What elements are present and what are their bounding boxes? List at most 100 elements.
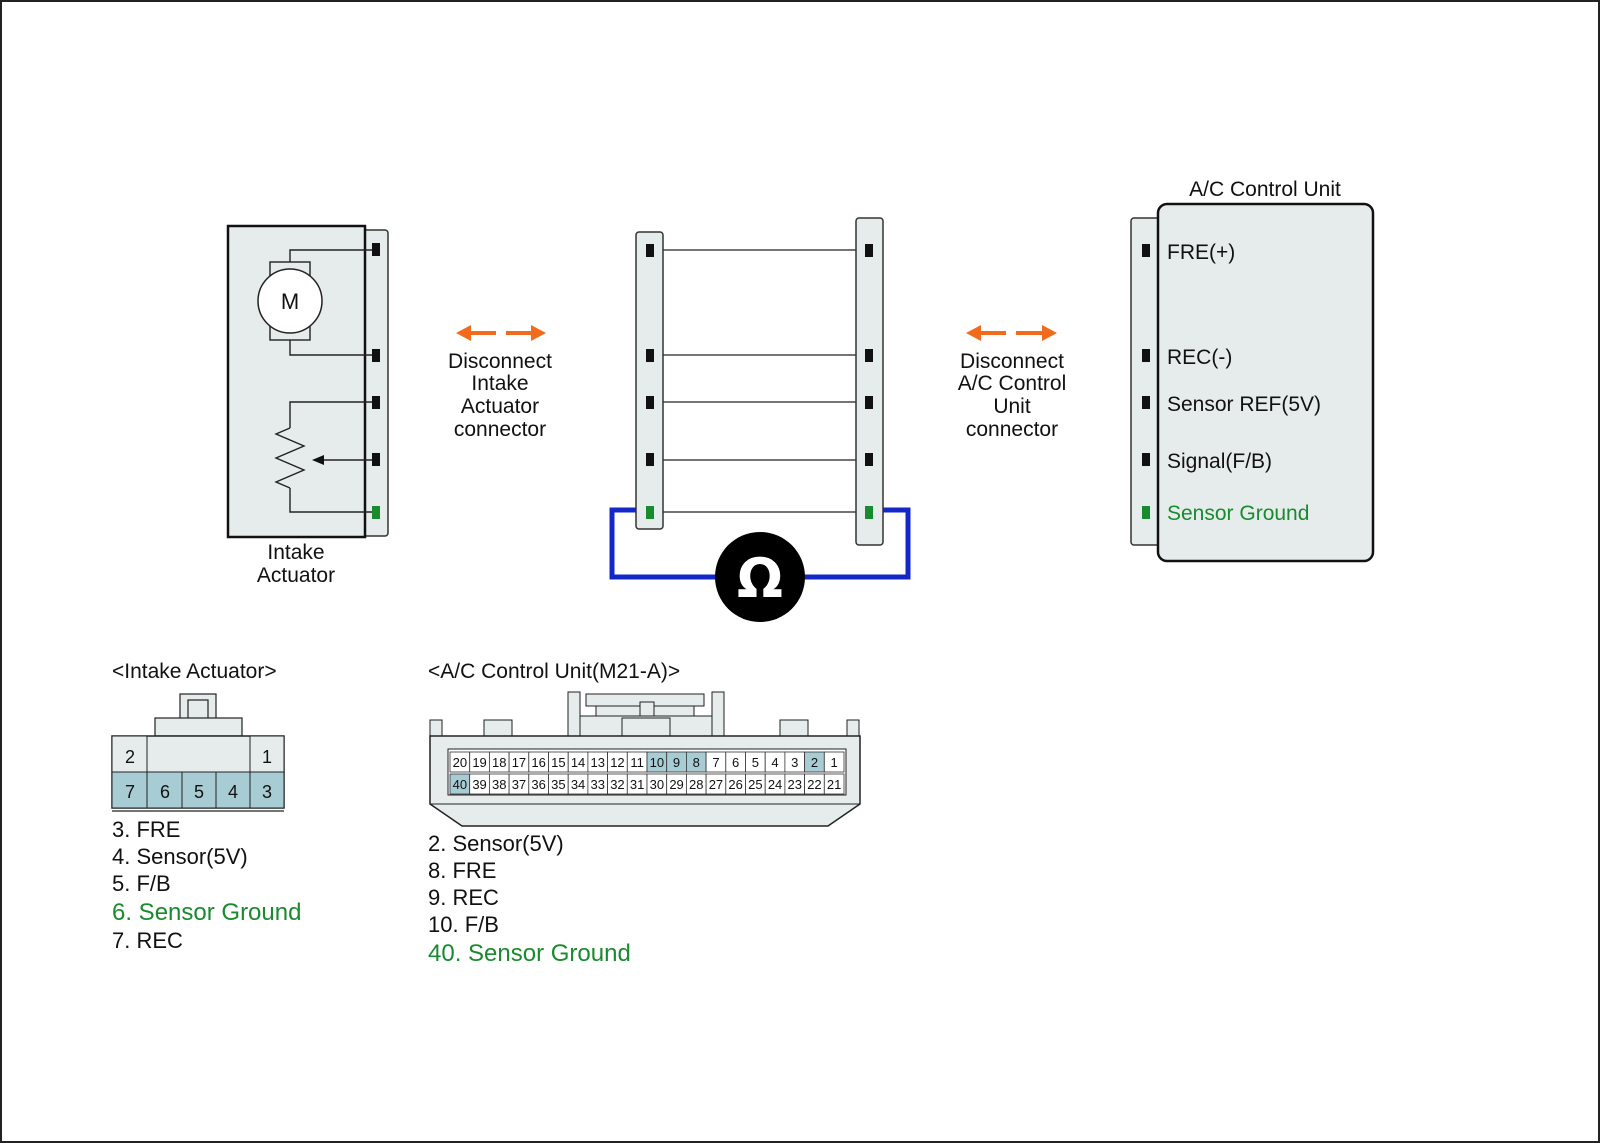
harness-right-connector bbox=[855, 217, 884, 546]
disconnect-left-label: Disconnect bbox=[448, 350, 552, 373]
acu-pin-number: 32 bbox=[610, 777, 624, 792]
intake-pin-list-item: 4. Sensor(5V) bbox=[112, 844, 248, 869]
potentiometer-icon bbox=[274, 401, 376, 513]
acu-pin-number: 1 bbox=[831, 755, 838, 770]
acu-pin-number: 18 bbox=[492, 755, 506, 770]
acu-pin-number: 29 bbox=[669, 777, 683, 792]
acu-pin-list-item-ground: 40. Sensor Ground bbox=[428, 940, 631, 967]
acu-pin-number: 17 bbox=[512, 755, 526, 770]
terminal-label: Signal(F/B) bbox=[1167, 450, 1272, 473]
intake-pin-list-item: 3. FRE bbox=[112, 817, 180, 842]
disconnect-left-label: connector bbox=[454, 418, 546, 441]
disconnect-right-label: Disconnect bbox=[960, 350, 1064, 373]
actuator-ground-pin bbox=[372, 506, 380, 519]
actuator-pin bbox=[372, 243, 380, 256]
terminal-label: FRE(+) bbox=[1167, 241, 1235, 264]
actuator-label: Actuator bbox=[257, 564, 335, 587]
intake-pin: 6 bbox=[160, 782, 170, 802]
acu-pin-number: 25 bbox=[748, 777, 762, 792]
acu-pin-list-item: 10. F/B bbox=[428, 912, 499, 937]
disconnect-right-label: Unit bbox=[993, 395, 1031, 418]
acu-pin-number: 15 bbox=[551, 755, 565, 770]
intake-connector-title: <Intake Actuator> bbox=[112, 660, 277, 683]
intake-pin-list-item: 7. REC bbox=[112, 928, 183, 953]
control-unit-body bbox=[1156, 202, 1375, 563]
acu-pin-number: 39 bbox=[472, 777, 486, 792]
disconnect-left-label: Actuator bbox=[461, 395, 539, 418]
acu-pin-number: 10 bbox=[650, 755, 664, 770]
acu-pin-number: 19 bbox=[472, 755, 486, 770]
acu-pin-number: 30 bbox=[650, 777, 664, 792]
intake-pin: 7 bbox=[125, 782, 135, 802]
actuator-pin bbox=[372, 453, 380, 466]
intake-actuator: M Intake Actuator bbox=[226, 224, 389, 587]
acu-pin-number: 3 bbox=[791, 755, 798, 770]
acu-pin-number: 2 bbox=[811, 755, 818, 770]
meter-lead-right bbox=[800, 507, 911, 580]
acu-pin-number: 22 bbox=[807, 777, 821, 792]
terminal-label: REC(-) bbox=[1167, 346, 1232, 369]
acu-pin-number: 7 bbox=[712, 755, 719, 770]
acu-pin-number: 23 bbox=[788, 777, 802, 792]
acu-pin-number: 40 bbox=[453, 777, 467, 792]
harness: Ω bbox=[609, 217, 911, 622]
meter-lead-left bbox=[609, 507, 720, 580]
acu-pin-cell bbox=[823, 751, 845, 773]
acu-pin-number: 38 bbox=[492, 777, 506, 792]
motor-icon: M bbox=[257, 249, 376, 356]
acu-pin-number: 31 bbox=[630, 777, 644, 792]
acu-pin-list-item: 8. FRE bbox=[428, 858, 496, 883]
ac-control-unit: A/C Control Unit FRE(+) REC(-) Sensor RE… bbox=[1130, 178, 1375, 563]
intake-pin: 5 bbox=[194, 782, 204, 802]
acu-pin-number: 27 bbox=[709, 777, 723, 792]
acu-pin-number: 4 bbox=[771, 755, 778, 770]
acu-pin-number: 12 bbox=[610, 755, 624, 770]
intake-pin: 2 bbox=[125, 747, 135, 767]
intake-pin-list-item-ground: 6. Sensor Ground bbox=[112, 899, 301, 926]
acu-pin-number: 11 bbox=[630, 755, 644, 770]
control-unit-title: A/C Control Unit bbox=[1189, 178, 1341, 201]
intake-connector-face: <Intake Actuator> 2 1 7 6 5 4 3 3. FRE 4… bbox=[111, 660, 301, 953]
actuator-pin bbox=[372, 349, 380, 362]
acu-pin-number: 13 bbox=[591, 755, 605, 770]
ohm-symbol: Ω bbox=[737, 547, 783, 610]
actuator-label: Intake bbox=[267, 541, 324, 564]
acu-pin-list-item: 2. Sensor(5V) bbox=[428, 831, 564, 856]
acu-pin-number: 26 bbox=[728, 777, 742, 792]
intake-pin: 3 bbox=[262, 782, 272, 802]
acu-pin-number: 33 bbox=[591, 777, 605, 792]
acu-pin-cell bbox=[823, 773, 845, 795]
terminal-label: Sensor REF(5V) bbox=[1167, 393, 1321, 416]
ohmmeter-icon: Ω bbox=[715, 532, 805, 622]
motor-letter: M bbox=[281, 289, 299, 314]
acu-pin-number: 9 bbox=[673, 755, 680, 770]
disconnect-arrow-icon bbox=[456, 325, 546, 341]
acu-pin-number: 21 bbox=[827, 777, 841, 792]
acu-pin-number: 14 bbox=[571, 755, 585, 770]
harness-left-connector bbox=[635, 231, 664, 530]
acu-pin-number: 20 bbox=[453, 755, 467, 770]
disconnect-left-label: Intake bbox=[471, 372, 528, 395]
acu-pin-number: 6 bbox=[732, 755, 739, 770]
disconnect-right-label: A/C Control bbox=[958, 372, 1067, 395]
acu-pin-list-item: 9. REC bbox=[428, 885, 499, 910]
intake-pin: 4 bbox=[228, 782, 238, 802]
control-unit-connector-strip bbox=[1130, 217, 1162, 546]
disconnect-right-label: connector bbox=[966, 418, 1058, 441]
acu-connector-title: <A/C Control Unit(M21-A)> bbox=[428, 660, 680, 683]
acu-pin-number: 8 bbox=[693, 755, 700, 770]
intake-pin: 1 bbox=[262, 747, 272, 767]
acu-pin-number: 37 bbox=[512, 777, 526, 792]
disconnect-arrow-icon bbox=[966, 325, 1057, 341]
acu-pin-number: 5 bbox=[752, 755, 759, 770]
intake-pin-list-item: 5. F/B bbox=[112, 871, 171, 896]
terminal-label-ground: Sensor Ground bbox=[1167, 502, 1309, 525]
acu-pin-number: 24 bbox=[768, 777, 782, 792]
acu-pin-number: 34 bbox=[571, 777, 585, 792]
acu-pin-number: 28 bbox=[689, 777, 703, 792]
actuator-pin bbox=[372, 396, 380, 409]
